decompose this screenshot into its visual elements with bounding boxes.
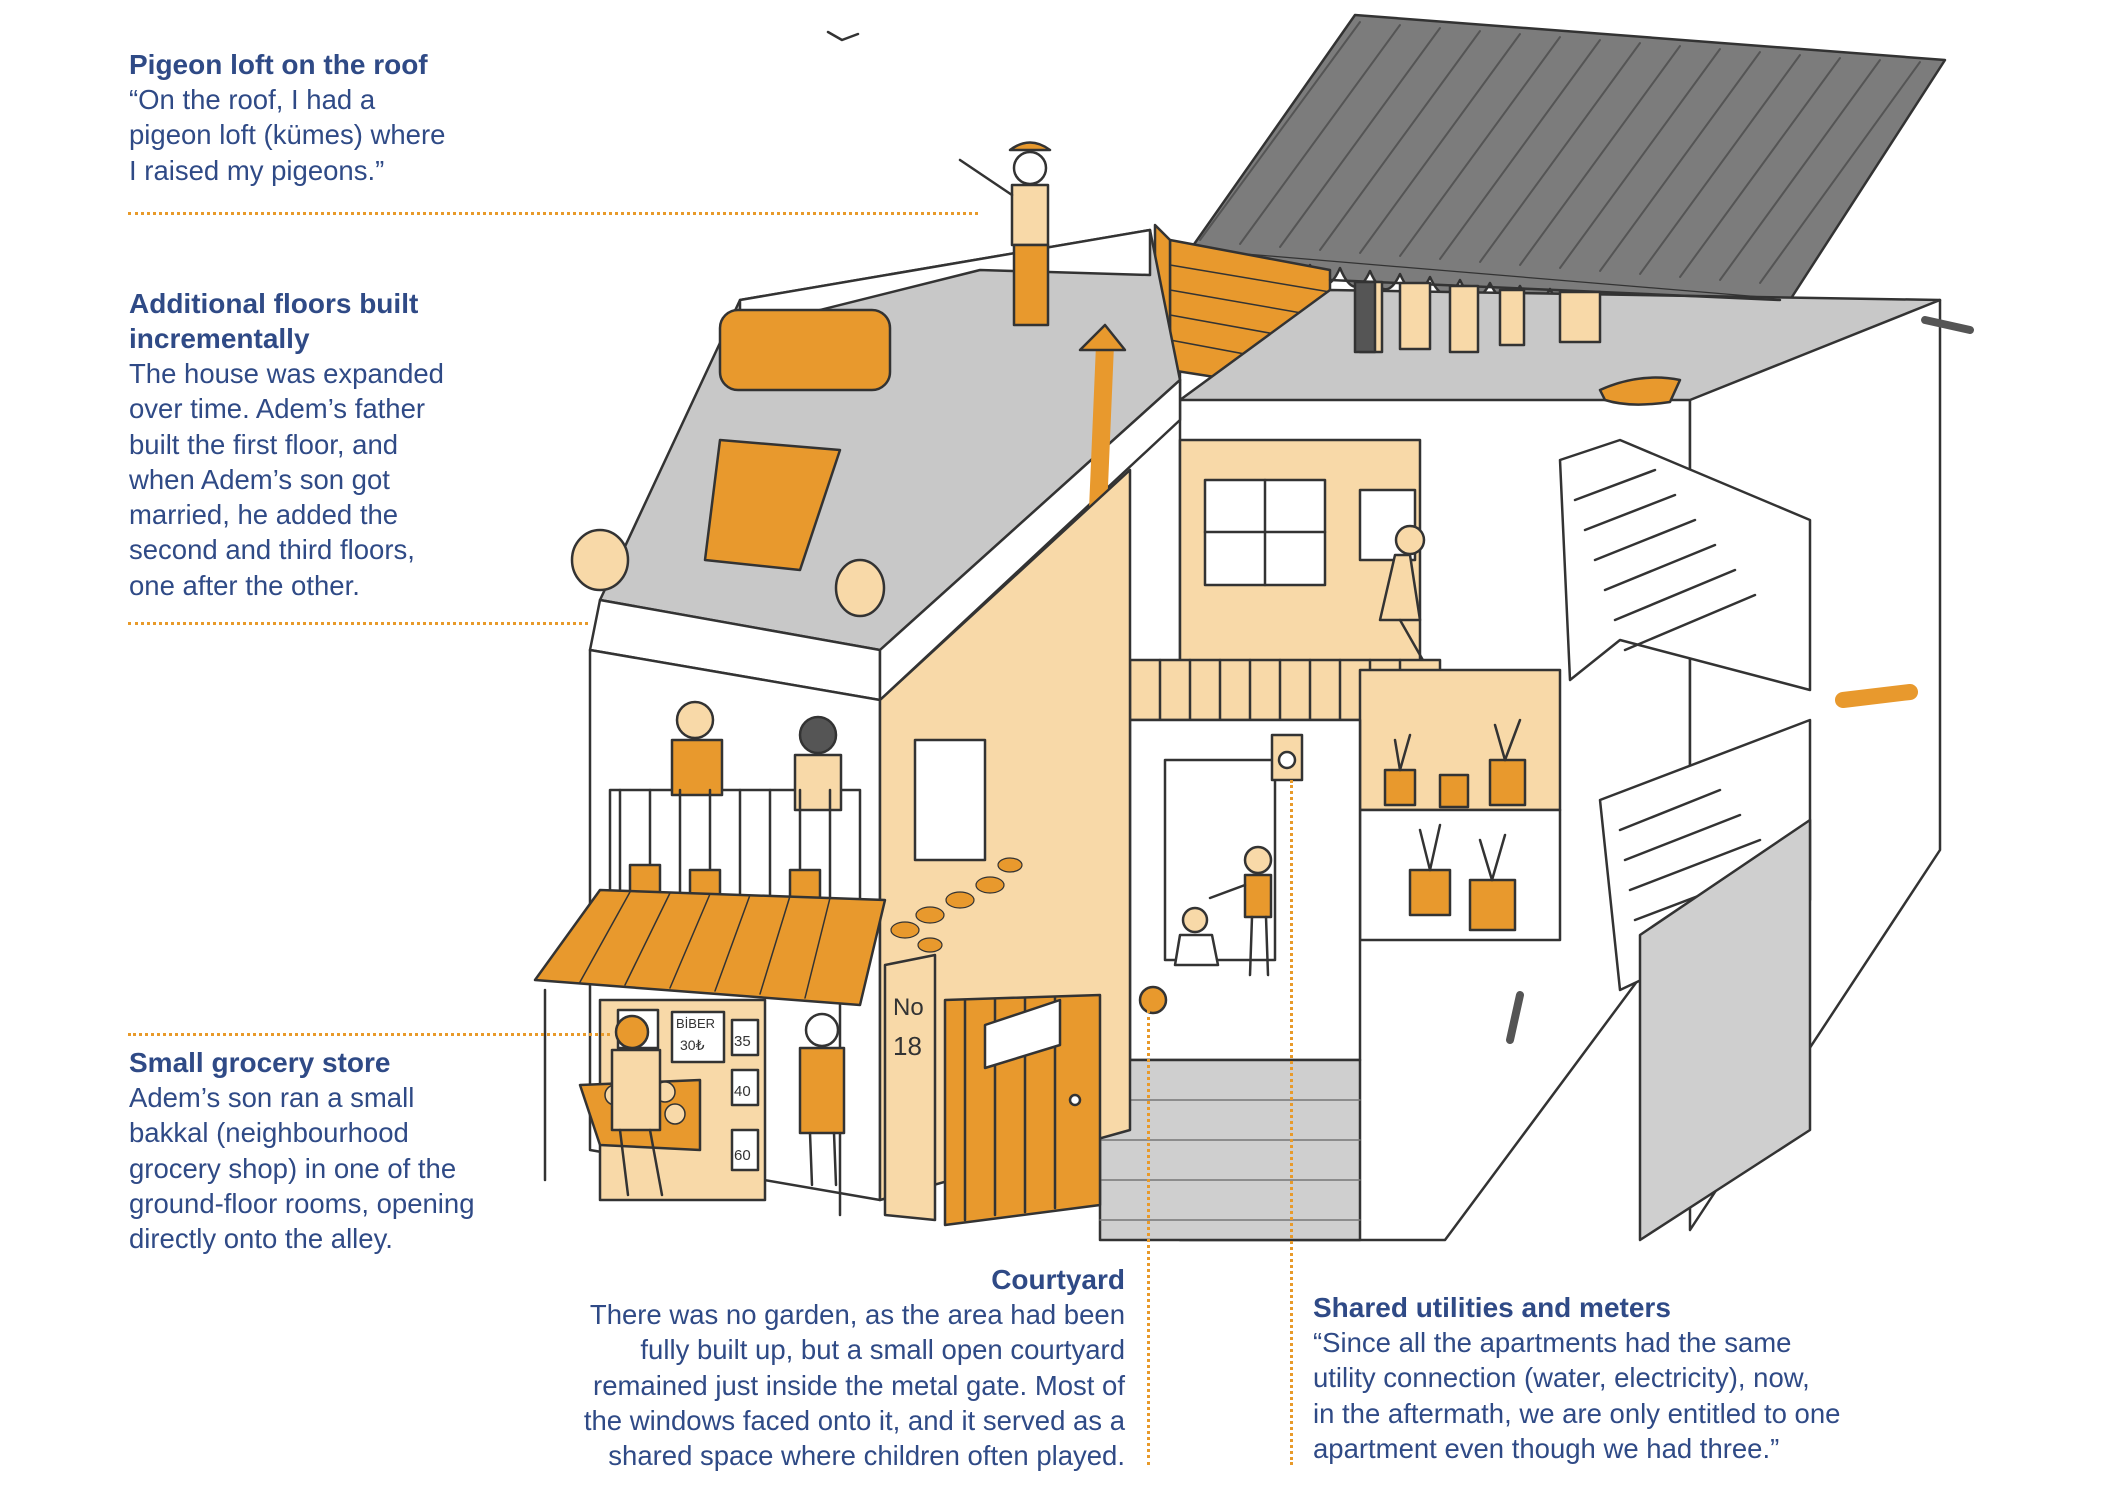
additional-floors-line: second and third floors, [129,532,689,567]
courtyard-line: There was no garden, as the area had bee… [500,1297,1125,1332]
utilities-line: in the aftermath, we are only entitled t… [1313,1396,1933,1431]
courtyard-title: Courtyard [500,1262,1125,1297]
additional-floors-title-line: Additional floors built [129,286,689,321]
house-number-bottom: 18 [893,1031,922,1061]
additional-floors-line: married, he added the [129,497,689,532]
price-sign-2: 40 [734,1083,751,1100]
grocery-store-line: Adem’s son ran a small [129,1080,689,1115]
utilities-annotation: Shared utilities and meters “Since all t… [1313,1290,1933,1466]
courtyard-line: shared space where children often played… [500,1438,1125,1473]
utilities-line: “Since all the apartments had the same [1313,1325,1933,1360]
additional-floors-leader [128,622,588,625]
pigeon-loft-line: pigeon loft (kümes) where [129,117,689,152]
courtyard-line: fully built up, but a small open courtya… [500,1332,1125,1367]
courtyard-line: the windows faced onto it, and it served… [500,1403,1125,1438]
additional-floors-line: built the first floor, and [129,427,689,462]
additional-floors-line: over time. Adem’s father [129,391,689,426]
additional-floors-annotation: Additional floors built incrementally Th… [129,286,689,603]
additional-floors-line: one after the other. [129,568,689,603]
courtyard-annotation: Courtyard There was no garden, as the ar… [500,1262,1125,1473]
water-tank [720,310,890,390]
grocery-store-title: Small grocery store [129,1045,689,1080]
grocery-store-line: ground-floor rooms, opening [129,1186,689,1221]
utilities-title: Shared utilities and meters [1313,1290,1933,1325]
additional-floors-line: The house was expanded [129,356,689,391]
front-grey-wall [1100,1060,1360,1240]
grocery-store-line: grocery shop) in one of the [129,1151,689,1186]
house-number-top: No [893,994,924,1021]
additional-floors-line: when Adem’s son got [129,462,689,497]
courtyard-leader [1147,1010,1150,1465]
utilities-line: utility connection (water, electricity),… [1313,1360,1933,1395]
grocery-store-leader [128,1033,610,1036]
shop-awning [535,890,885,1005]
utilities-line: apartment even though we had three.” [1313,1431,1933,1466]
grocery-store-annotation: Small grocery store Adem’s son ran a sma… [129,1045,689,1256]
price-sign-1: 35 [734,1033,751,1050]
courtyard-line: remained just inside the metal gate. Mos… [500,1368,1125,1403]
pigeon-loft-line: “On the roof, I had a [129,82,689,117]
grocery-store-line: directly onto the alley. [129,1221,689,1256]
pigeon-loft-annotation: Pigeon loft on the roof “On the roof, I … [129,47,689,188]
bird-icon [828,32,858,40]
pigeon-loft-title: Pigeon loft on the roof [129,47,689,82]
additional-floors-title-line: incrementally [129,321,689,356]
shop-sign-biber: BİBER [676,1016,715,1031]
price-sign-3: 60 [734,1147,751,1164]
pigeon-loft-line: I raised my pigeons.” [129,153,689,188]
grocery-store-line: bakkal (neighbourhood [129,1115,689,1150]
woman-long-hair [795,717,841,810]
pigeon-loft-leader [128,212,978,215]
utilities-leader [1290,780,1293,1465]
